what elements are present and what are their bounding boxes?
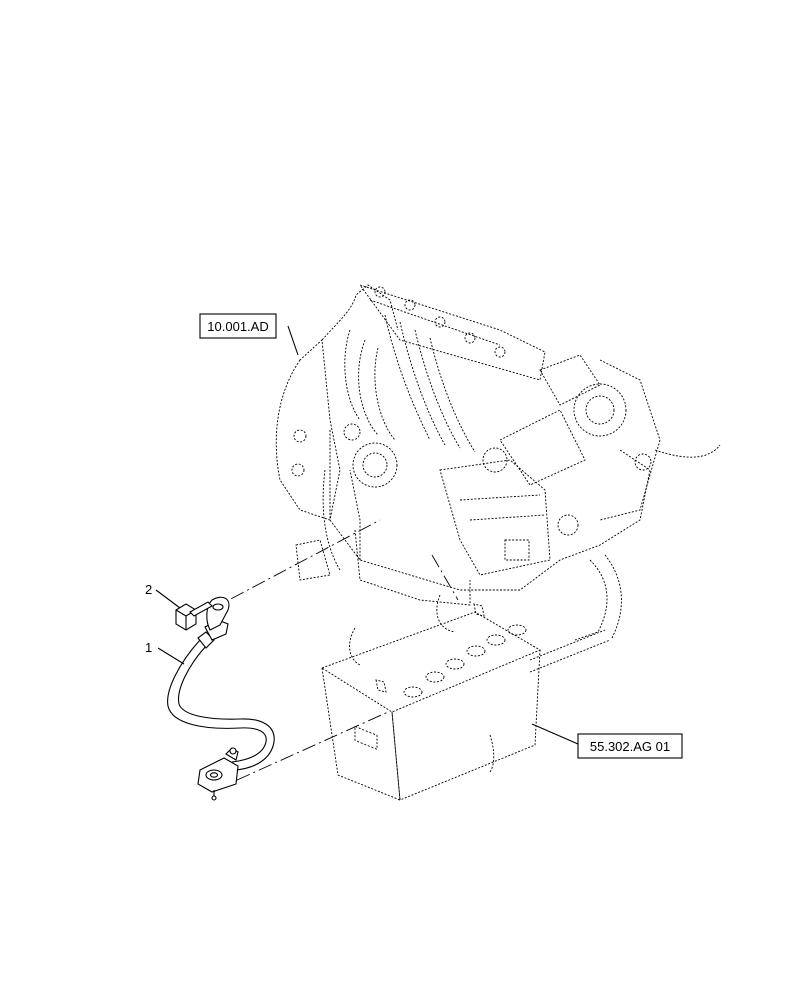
battery-reference-label: 55.302.AG 01 <box>590 739 670 754</box>
engine-reference-box[interactable]: 10.001.AD <box>199 313 277 339</box>
engine-reference-label: 10.001.AD <box>207 319 268 334</box>
bolt-part <box>175 601 213 631</box>
engine-illustration <box>275 284 721 641</box>
battery-reference-box[interactable]: 55.302.AG 01 <box>577 733 683 759</box>
callout-cable-number: 1 <box>145 640 152 655</box>
callout-bolt-number: 2 <box>145 582 152 597</box>
battery-cable-part <box>167 596 275 801</box>
assembly-lines <box>209 519 459 791</box>
battery-illustration <box>320 603 611 801</box>
callout-leaders <box>155 325 579 745</box>
